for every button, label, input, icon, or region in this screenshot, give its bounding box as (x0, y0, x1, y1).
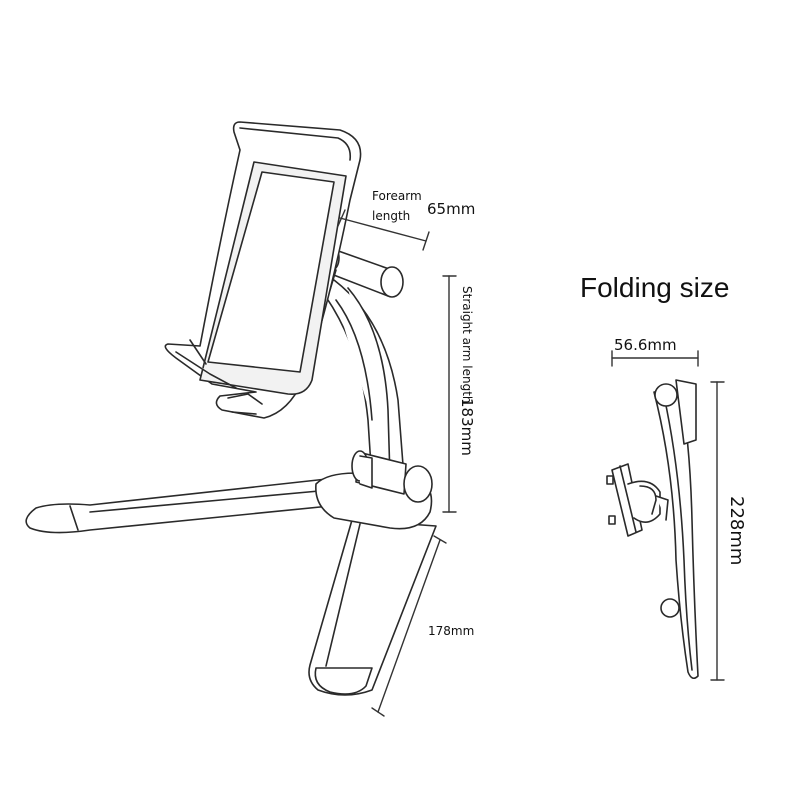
horizontal-leg (25, 477, 337, 534)
straight-arm-dimension-line (442, 275, 457, 513)
lower-leg (308, 519, 437, 696)
straight-arm-length-label: Straight arm length (460, 286, 474, 404)
base-dimension-line (371, 535, 447, 717)
base-leg-length-value: 178mm (428, 624, 475, 638)
folded-mount-plate (606, 463, 669, 537)
fold-height-dimension-line (710, 381, 725, 681)
lower-hinge (315, 450, 433, 530)
forearm-label-line1: Forearm (372, 189, 422, 203)
folding-size-title: Folding size (580, 272, 730, 303)
stand-folded (606, 379, 699, 680)
forearm-label-line2: length (372, 209, 411, 223)
tablet-holder (164, 121, 362, 419)
folded-width-value: 56.6mm (614, 336, 677, 354)
forearm-length-label: Forearm length (372, 186, 422, 226)
folded-height-value: 228mm (726, 496, 747, 566)
upright-arm (317, 279, 405, 483)
forearm-dimension-line (337, 209, 430, 251)
stand-unfolded (25, 121, 437, 696)
straight-arm-length-value: 183mm (458, 398, 476, 456)
fold-width-dimension-line (611, 350, 699, 367)
forearm-length-value: 65mm (427, 200, 476, 218)
